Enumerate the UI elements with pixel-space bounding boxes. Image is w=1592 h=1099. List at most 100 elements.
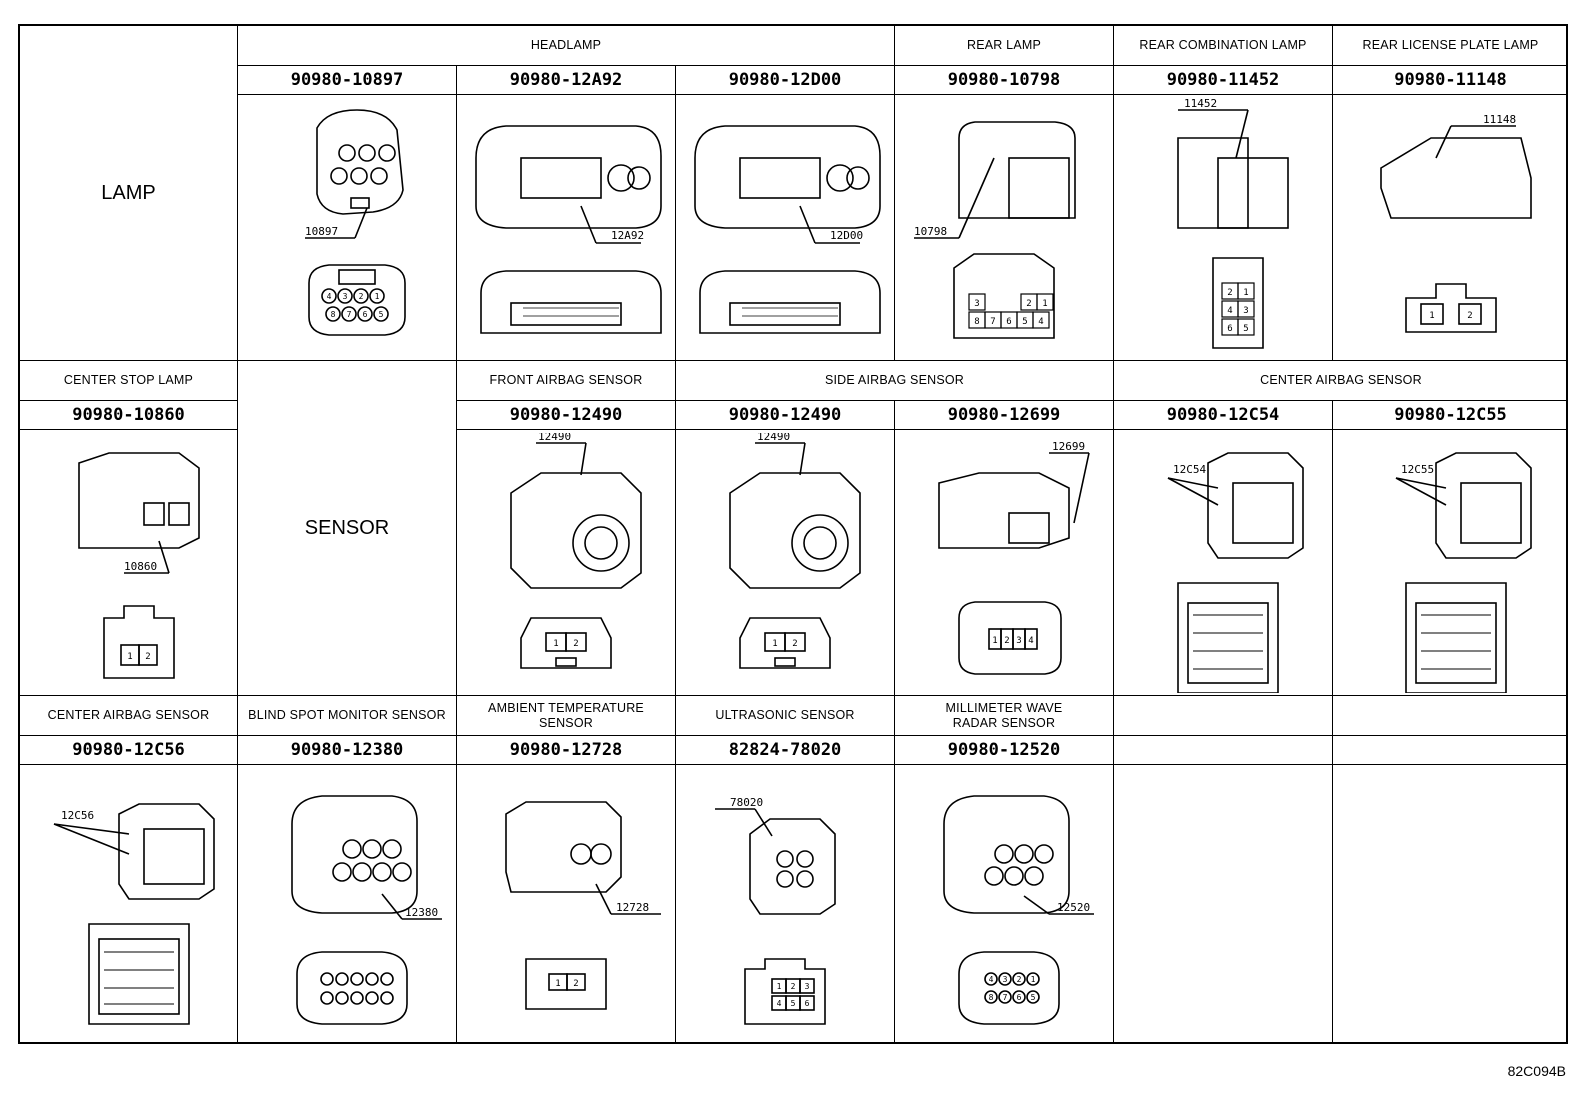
callout-label: 12490 xyxy=(757,433,790,443)
empty-cell xyxy=(1333,736,1568,765)
connector-drawing: 12380 xyxy=(291,794,442,1025)
svg-text:1: 1 xyxy=(1243,288,1248,298)
svg-text:2: 2 xyxy=(791,982,796,991)
svg-text:1: 1 xyxy=(772,639,777,649)
svg-text:1: 1 xyxy=(555,979,560,989)
group-label-sensor: SENSOR xyxy=(238,361,457,696)
svg-text:8: 8 xyxy=(989,993,994,1002)
svg-text:2: 2 xyxy=(1227,288,1232,298)
svg-text:7: 7 xyxy=(990,317,995,327)
connector-drawing-cell: 12380 xyxy=(238,765,457,1042)
header-center-airbag-sensor: CENTER AIRBAG SENSOR xyxy=(1114,361,1568,401)
svg-text:1: 1 xyxy=(1031,975,1036,984)
svg-text:2: 2 xyxy=(1026,299,1031,309)
part-number: 90980-12C56 xyxy=(20,736,238,765)
connector-drawing: 1 2 12490 xyxy=(729,433,861,669)
connector-drawing-cell: 12C55 xyxy=(1333,430,1568,696)
svg-text:3: 3 xyxy=(343,292,348,301)
svg-text:6: 6 xyxy=(363,310,368,319)
part-number: 90980-10860 xyxy=(20,401,238,430)
connector-drawing-cell: 1 2 12490 xyxy=(676,430,895,696)
svg-text:5: 5 xyxy=(379,310,384,319)
svg-text:6: 6 xyxy=(805,999,810,1008)
svg-text:4: 4 xyxy=(1227,306,1232,316)
svg-text:2: 2 xyxy=(359,292,364,301)
svg-text:4: 4 xyxy=(777,999,782,1008)
callout-label: 11452 xyxy=(1184,98,1217,110)
svg-text:4: 4 xyxy=(989,975,994,984)
callout-label: 12C54 xyxy=(1173,463,1206,476)
header-millimeter-wave-radar-sensor: MILLIMETER WAVE RADAR SENSOR xyxy=(895,696,1114,736)
connector-drawing-cell: 1 2 10860 xyxy=(20,430,238,696)
header-center-airbag-sensor-2: CENTER AIRBAG SENSOR xyxy=(20,696,238,736)
part-number: 90980-12520 xyxy=(895,736,1114,765)
callout-label: 12728 xyxy=(616,901,649,914)
connector-drawing: 1 2 10860 xyxy=(77,451,200,679)
svg-text:4: 4 xyxy=(327,292,332,301)
callout-label: 12699 xyxy=(1052,440,1085,453)
part-number: 90980-12A92 xyxy=(457,66,676,95)
empty-cell xyxy=(1114,765,1333,1042)
callout-label: 10798 xyxy=(914,225,947,238)
svg-text:5: 5 xyxy=(1022,317,1027,327)
header-center-stop-lamp: CENTER STOP LAMP xyxy=(20,361,238,401)
header-side-airbag-sensor: SIDE AIRBAG SENSOR xyxy=(676,361,1114,401)
svg-text:3: 3 xyxy=(1003,975,1008,984)
callout-label: 12490 xyxy=(538,433,571,443)
svg-text:6: 6 xyxy=(1017,993,1022,1002)
svg-text:5: 5 xyxy=(791,999,796,1008)
svg-text:4: 4 xyxy=(1028,636,1033,646)
empty-cell xyxy=(1114,696,1333,736)
header-rear-license-plate-lamp: REAR LICENSE PLATE LAMP xyxy=(1333,26,1568,66)
callout-label: 11148 xyxy=(1483,113,1516,126)
callout-label: 12D00 xyxy=(830,229,863,242)
part-number: 90980-11148 xyxy=(1333,66,1568,95)
callout-label: 12C56 xyxy=(61,809,94,822)
connector-drawing: 12C56 xyxy=(53,802,215,1025)
part-number: 90980-12380 xyxy=(238,736,457,765)
callout-label: 12C55 xyxy=(1401,463,1434,476)
header-rear-combination-lamp: REAR COMBINATION LAMP xyxy=(1114,26,1333,66)
connector-drawing-cell: 12A92 xyxy=(457,95,676,361)
svg-text:1: 1 xyxy=(127,652,132,662)
part-number: 82824-78020 xyxy=(676,736,895,765)
svg-text:2: 2 xyxy=(792,639,797,649)
svg-text:1: 1 xyxy=(777,982,782,991)
callout-label: 12520 xyxy=(1057,901,1090,914)
svg-text:1: 1 xyxy=(1429,311,1434,321)
header-headlamp: HEADLAMP xyxy=(238,26,895,66)
header-rear-lamp: REAR LAMP xyxy=(895,26,1114,66)
header-ultrasonic-sensor: ULTRASONIC SENSOR xyxy=(676,696,895,736)
svg-text:2: 2 xyxy=(145,652,150,662)
connector-drawing: 12D00 xyxy=(694,124,881,334)
connector-drawing-cell: 12C54 xyxy=(1114,430,1333,696)
empty-cell xyxy=(1333,765,1568,1042)
connector-drawing-cell: 12D00 xyxy=(676,95,895,361)
callout-label: 12380 xyxy=(405,906,438,919)
figure-code: 82C094B xyxy=(1507,1063,1566,1079)
header-ambient-temperature-sensor: AMBIENT TEMPERATURE SENSOR xyxy=(457,696,676,736)
svg-text:5: 5 xyxy=(1243,324,1248,334)
connector-drawing: 12C55 xyxy=(1395,451,1532,693)
part-number: 90980-11452 xyxy=(1114,66,1333,95)
part-number: 90980-12490 xyxy=(676,401,895,430)
connector-drawing-cell: 12C56 xyxy=(20,765,238,1042)
callout-label: 10860 xyxy=(124,560,157,573)
svg-text:3: 3 xyxy=(805,982,810,991)
part-number: 90980-12490 xyxy=(457,401,676,430)
empty-cell xyxy=(1114,736,1333,765)
